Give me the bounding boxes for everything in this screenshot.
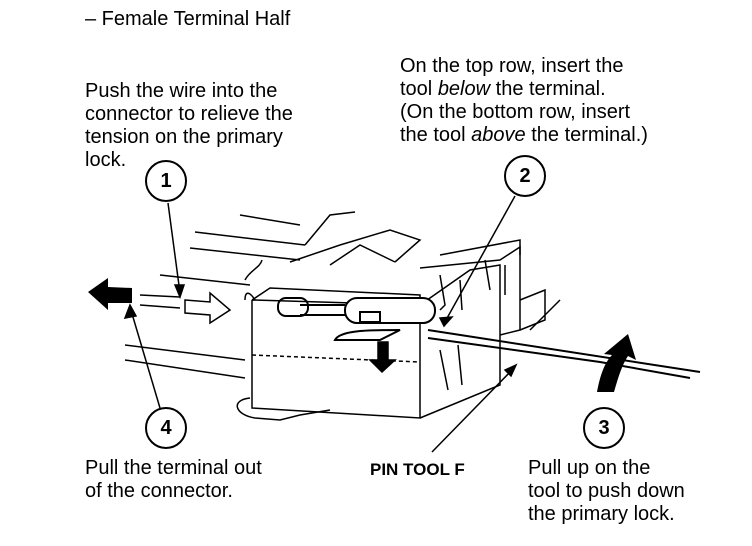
- step3-line: the primary lock.: [528, 503, 675, 525]
- step2-line: (On the bottom row, insert: [400, 101, 631, 123]
- step1-line: lock.: [85, 149, 127, 171]
- terminal: [277, 297, 436, 341]
- text: the terminal.: [490, 78, 606, 100]
- step2-number: 2: [504, 155, 546, 197]
- leader-lines: [123, 195, 518, 453]
- step3-line: Pull up on the: [528, 457, 651, 479]
- step1-line: Push the wire into the: [85, 80, 278, 102]
- pin-tool: [427, 329, 701, 379]
- emphasis: below: [437, 78, 491, 100]
- step1-number: 1: [145, 160, 187, 202]
- pull-out-arrow: [88, 278, 132, 310]
- step2-line: the tool above the terminal.): [400, 124, 648, 147]
- step1-line: connector to relieve the: [85, 103, 293, 125]
- text: the tool: [400, 124, 472, 146]
- pin-tool-label: PIN TOOL F: [370, 460, 465, 479]
- lock-down-arrow: [368, 341, 397, 374]
- text: tool: [400, 78, 438, 100]
- step4-line: of the connector.: [85, 480, 233, 502]
- push-arrow: [184, 291, 232, 325]
- wire-harness-lines: [124, 211, 422, 379]
- step2-line: On the top row, insert the: [400, 55, 624, 77]
- step4-line: Pull the terminal out: [85, 457, 262, 479]
- step4-number: 4: [145, 407, 187, 449]
- step3-number: 3: [583, 407, 625, 449]
- step3-line: tool to push down: [528, 480, 685, 502]
- diagram-title: – Female Terminal Half: [85, 8, 291, 30]
- step2-line: tool below the terminal.: [400, 78, 606, 101]
- pull-up-arrow: [597, 334, 636, 392]
- text: the terminal.): [525, 124, 648, 146]
- step1-line: tension on the primary: [85, 126, 283, 148]
- emphasis: above: [471, 124, 526, 146]
